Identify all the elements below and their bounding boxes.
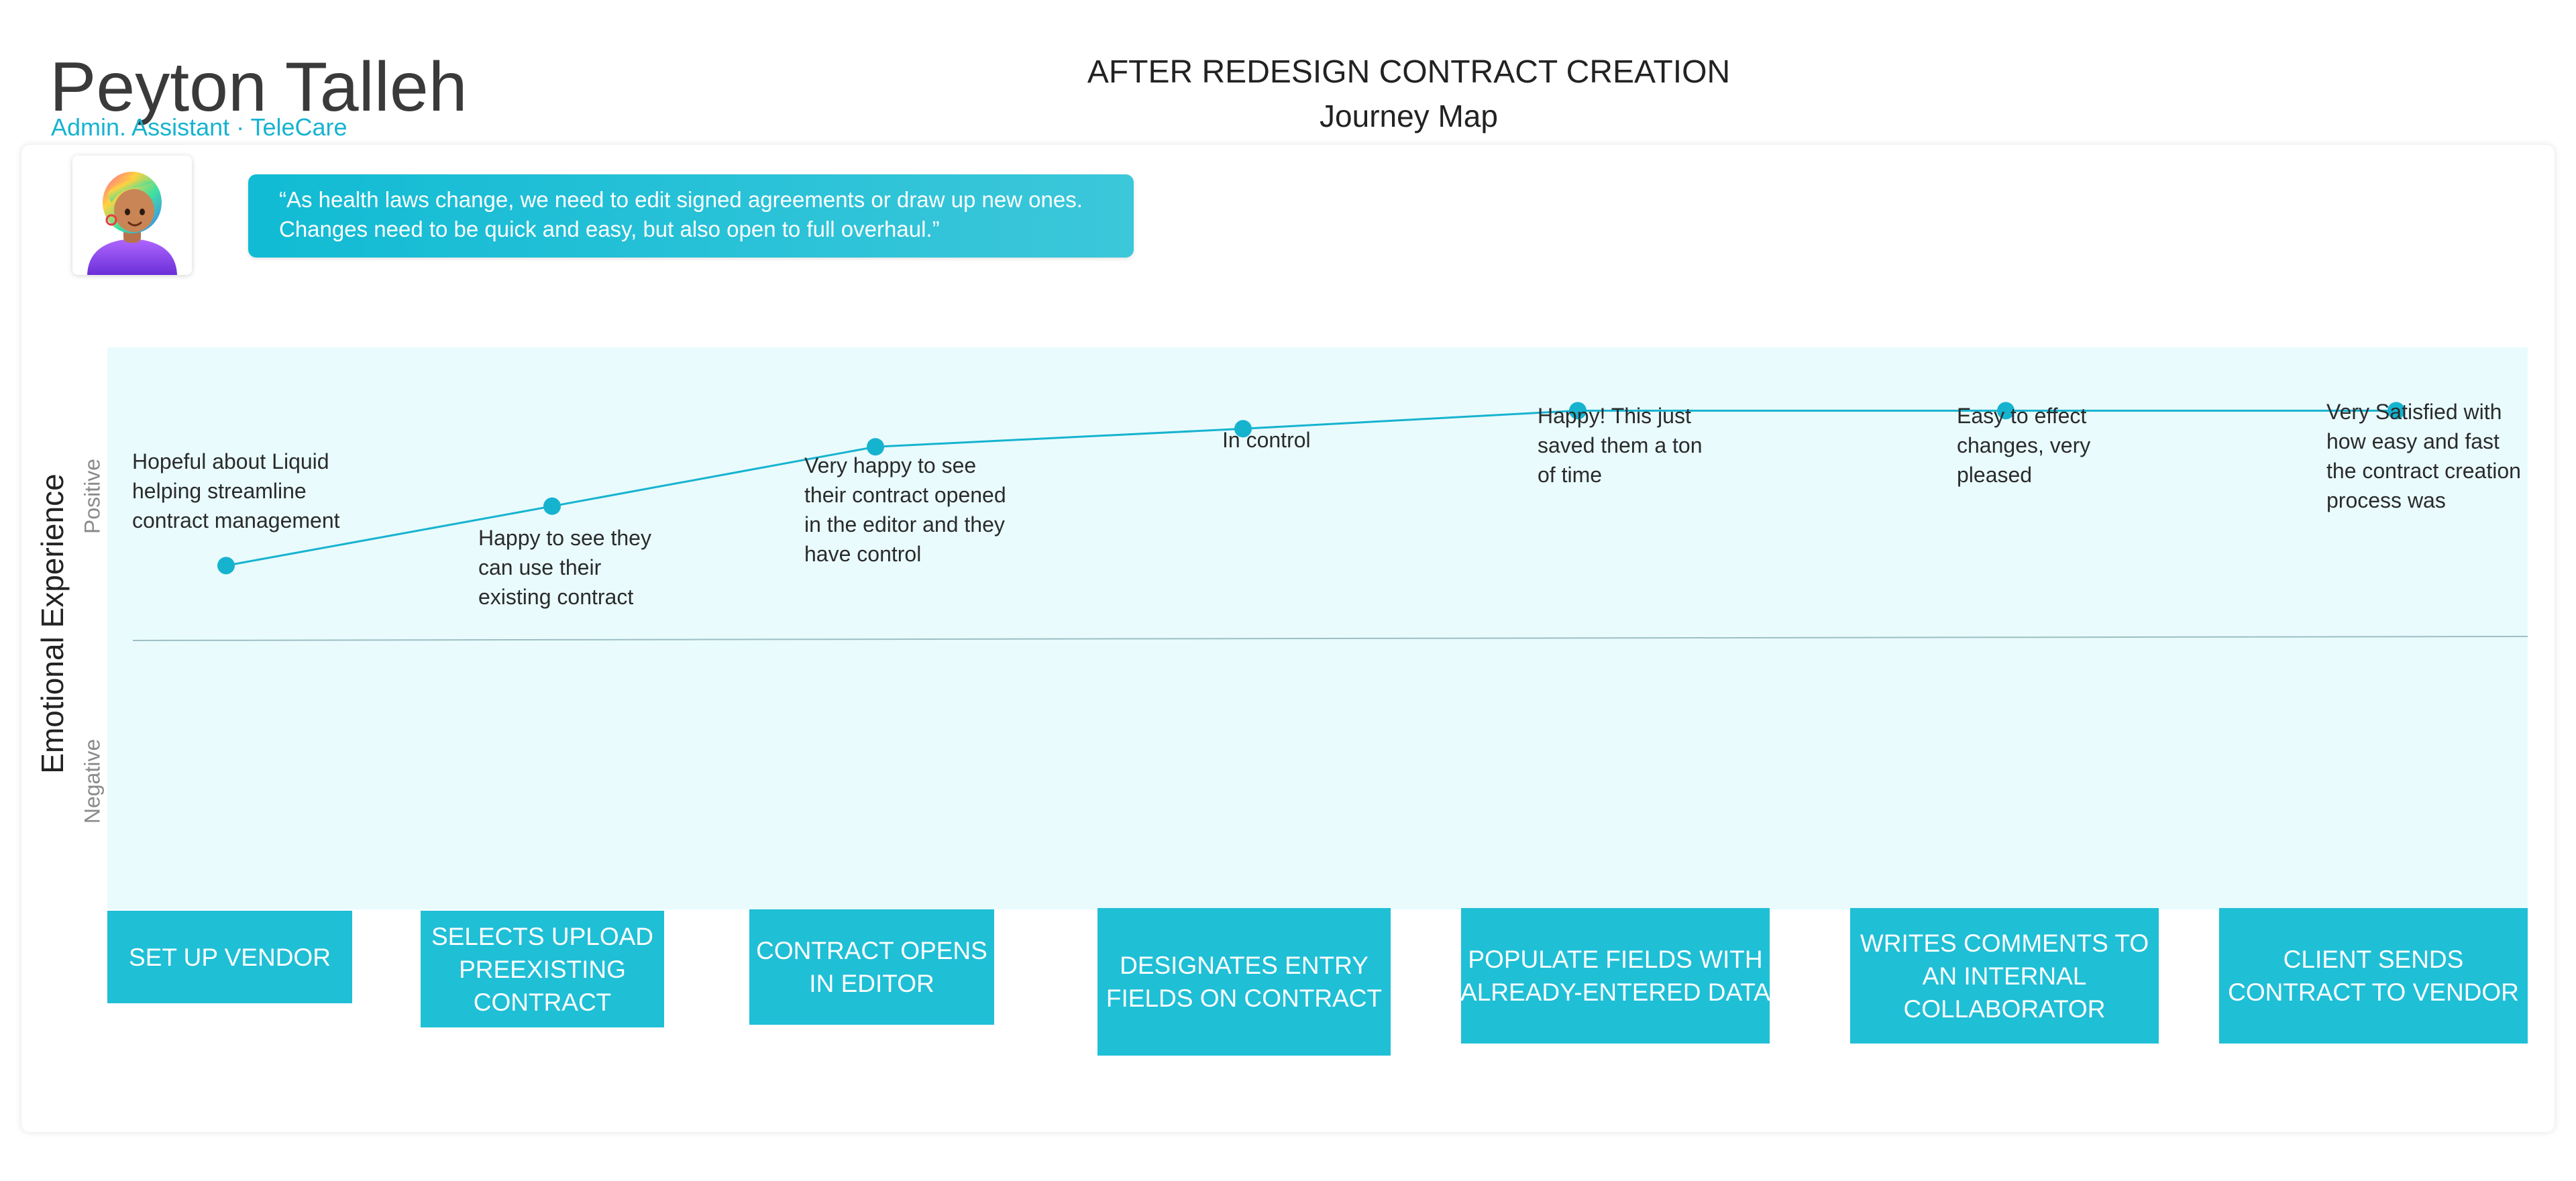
note-line: Hopeful about Liquid [132,449,329,473]
map-title: AFTER REDESIGN CONTRACT CREATION [1087,54,1731,90]
persona-role: Admin. Assistant · TeleCare [51,113,347,141]
persona-avatar [72,156,192,275]
note-line: In control [1222,428,1311,452]
stage-box-6: WRITES COMMENTS TO AN INTERNAL COLLABORATO… [1850,908,2159,1044]
note-line: Easy to effect [1957,404,2087,428]
stage-label-line: CONTRACT TO VENDOR [2228,978,2519,1006]
note-line: saved them a ton [1538,433,1703,457]
note-line: how easy and fast [2326,429,2500,453]
note-line: Very happy to see [804,453,977,477]
stage-label-line: COLLABORATOR [1903,995,2106,1023]
note-line: of time [1538,463,1603,487]
emotion-note-2: Happy to see they can use their existing c… [478,523,651,612]
note-line: process was [2326,488,2446,512]
stage-box-7: CLIENT SENDS CONTRACT TO VENDOR [2219,908,2528,1044]
note-line: existing contract [478,585,634,609]
note-line: pleased [1957,463,2033,487]
quote-line: Changes need to be quick and easy, but a… [279,217,940,241]
stage-label-line: WRITES COMMENTS TO [1860,929,2149,957]
stage-label-line: SELECTS UPLOAD [431,922,654,950]
map-subtitle: Journey Map [1320,99,1498,133]
stage-box-3: CONTRACT OPENS IN EDITOR [749,909,994,1025]
stage-label-line: AN INTERNAL [1922,962,2087,990]
emotion-point-4 [1234,420,1252,438]
stage-label-line: DESIGNATES ENTRY [1120,952,1368,979]
stage-label-line: CONTRACT OPENS [756,937,987,964]
note-line: Very Satisfied with [2326,400,2502,424]
emotion-point-6 [1997,402,2015,420]
stage-label-line: POPULATE FIELDS WITH [1468,946,1763,973]
emotion-chart-area [107,347,2528,909]
note-line: Happy! This just [1538,404,1691,428]
note-line: can use their [478,555,602,579]
persona-name: Peyton Talleh [50,48,468,126]
note-line: the contract creation [2326,459,2521,483]
emotion-note-7: Very Satisfied with how easy and fast the … [2326,397,2521,515]
persona-quote: “As health laws change, we need to edit … [248,174,1134,258]
emotion-note-3: Very happy to see their contract opened in… [804,451,1006,569]
note-line: changes, very [1957,433,2091,457]
stage-label-line: FIELDS ON CONTRACT [1106,985,1383,1012]
stage-label-line: CONTRACT [473,988,612,1016]
stage-label-line: IN EDITOR [809,970,934,997]
emotion-note-4: In control [1222,425,1311,455]
emotion-note-5: Happy! This just saved them a ton of time [1538,401,1702,490]
emotion-point-5 [1569,402,1587,420]
note-line: have control [804,542,922,566]
stage-box-2: SELECTS UPLOAD PREEXISTING CONTRACT [421,911,664,1027]
stage-box-1: SET UP VENDOR [107,911,352,1003]
stage-box-4: DESIGNATES ENTRY FIELDS ON CONTRACT [1097,908,1391,1056]
neutral-baseline [132,636,2528,641]
quote-line: “As health laws change, we need to edit … [279,187,1083,212]
note-line: contract management [132,508,340,532]
note-line: Happy to see they [478,526,651,550]
emotion-point-1 [217,557,235,575]
emotion-point-2 [543,497,561,515]
note-line: helping streamline [132,479,307,503]
stage-label-line: SET UP VENDOR [129,943,331,971]
emotion-point-7 [2387,402,2405,420]
stage-label-line: CLIENT SENDS [2283,946,2464,973]
note-line: their contract opened [804,483,1006,507]
stage-label-line: ALREADY-ENTERED DATA [1460,978,1770,1006]
stage-label-line: PREEXISTING [459,955,626,983]
avatar-illustration-icon [87,172,177,275]
stage-box-5: POPULATE FIELDS WITH ALREADY-ENTERED DATA [1460,908,1770,1044]
emotion-point-3 [867,438,884,456]
emotion-note-1: Hopeful about Liquid helping streamline co… [132,447,340,535]
emotion-note-6: Easy to effect changes, very pleased [1957,401,2090,490]
note-line: in the editor and they [804,512,1005,537]
